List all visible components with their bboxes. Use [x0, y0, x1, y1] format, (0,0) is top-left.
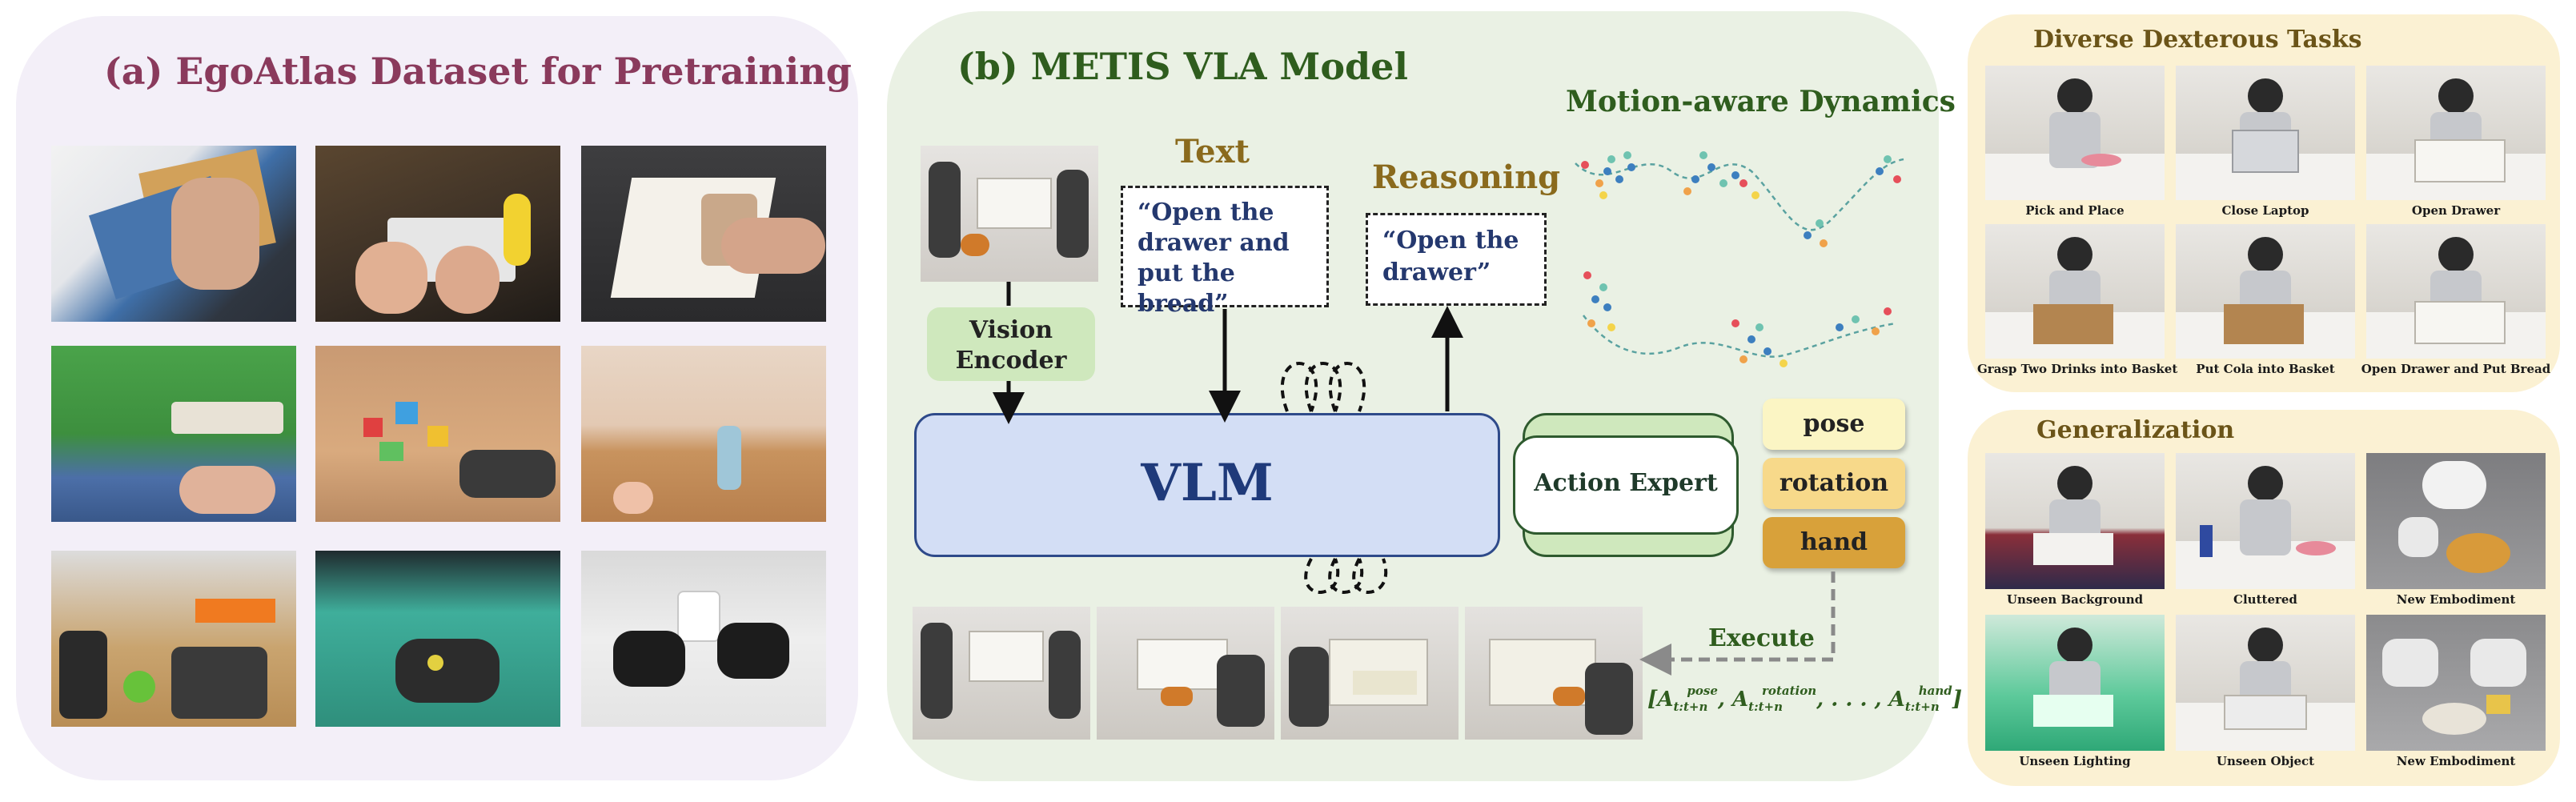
hand-label: hand	[1800, 528, 1868, 556]
action-expert-label: Action Expert	[1534, 469, 1718, 497]
reasoning-heading: Reasoning	[1372, 158, 1561, 196]
caption-put-cola: Put Cola into Basket	[2196, 362, 2335, 376]
caption-unseen-object: Unseen Object	[2216, 754, 2315, 768]
autoregressive-loops-bottom	[1304, 558, 1388, 594]
egoatlas-photo-8	[315, 551, 560, 727]
gen-photo-cluttered	[2176, 453, 2355, 589]
egoatlas-photo-6	[581, 346, 826, 522]
output-frame-1	[913, 607, 1090, 740]
panel-metis-vla: (b) METIS VLA Model Motion-aware Dynamic…	[887, 11, 1962, 781]
vlm-box	[914, 413, 1500, 557]
action-chunk-formula: [At:t+npose, At:t+nrotation, . . . , At:…	[1647, 684, 1963, 714]
hand-token: hand	[1763, 517, 1905, 568]
caption-unseen-background: Unseen Background	[2006, 592, 2144, 607]
caption-unseen-lighting: Unseen Lighting	[2019, 754, 2131, 768]
output-frame-3	[1281, 607, 1459, 740]
vlm-label: VLM	[1141, 453, 1274, 513]
panel-c1-title: Diverse Dexterous Tasks	[2033, 26, 2362, 54]
task-photo-pick-place	[1985, 66, 2165, 200]
gen-photo-new-embodiment-2	[2366, 615, 2546, 751]
autoregressive-loops-top	[1281, 362, 1366, 412]
pose-label: pose	[1803, 410, 1865, 438]
gen-photo-unseen-background	[1985, 453, 2165, 589]
rotation-label: rotation	[1779, 469, 1889, 497]
caption-open-drawer: Open Drawer	[2411, 203, 2501, 218]
output-frame-2	[1097, 607, 1274, 740]
caption-close-laptop: Close Laptop	[2221, 203, 2309, 218]
observation-image	[921, 146, 1098, 282]
formula-ellipsis: . . . ,	[1831, 687, 1882, 712]
formula-term-rotation: At:t+nrotation	[1731, 684, 1817, 714]
caption-new-embodiment-2: New Embodiment	[2396, 754, 2516, 768]
rotation-token: rotation	[1763, 458, 1905, 509]
panel-c2-title: Generalization	[2036, 416, 2235, 444]
task-photo-drawer-bread	[2366, 224, 2546, 359]
egoatlas-photo-2	[315, 146, 560, 322]
action-expert-box	[1513, 435, 1739, 535]
egoatlas-photo-7	[51, 551, 296, 727]
egoatlas-photo-9	[581, 551, 826, 727]
motion-trajectory-bottom	[1583, 271, 1896, 367]
caption-new-embodiment-1: New Embodiment	[2396, 592, 2516, 607]
formula-bracket-open: [	[1647, 687, 1658, 712]
motion-heading: Motion-aware Dynamics	[1566, 85, 1956, 118]
vision-encoder-label: Vision Encoder	[955, 316, 1067, 375]
egoatlas-photo-1	[51, 146, 296, 322]
egoatlas-photo-5	[315, 346, 560, 522]
text-instruction: “Open the drawer and put the bread”	[1138, 198, 1290, 318]
panel-b-title: (b) METIS VLA Model	[957, 45, 1408, 88]
formula-bracket-close: ]	[1952, 687, 1963, 712]
task-photo-open-drawer	[2366, 66, 2546, 200]
reasoning-box: “Open the drawer”	[1366, 213, 1547, 306]
vision-encoder-box	[927, 307, 1095, 381]
task-photo-put-cola	[2176, 224, 2355, 359]
panel-generalization: Generalization Unseen Background Clutter…	[1968, 410, 2560, 786]
panel-a-title: (a) EgoAtlas Dataset for Pretraining	[104, 50, 852, 93]
output-frame-4	[1465, 607, 1643, 740]
gen-photo-unseen-object	[2176, 615, 2355, 751]
execute-arrow	[1639, 571, 1836, 676]
pose-token: pose	[1763, 399, 1905, 450]
gen-photo-new-embodiment-1	[2366, 453, 2546, 589]
text-heading: Text	[1175, 133, 1250, 170]
egoatlas-photo-3	[581, 146, 826, 322]
formula-term-pose: At:t+npose	[1657, 684, 1718, 714]
reasoning-text: “Open the drawer”	[1382, 227, 1519, 287]
motion-trajectory-top	[1575, 151, 1904, 247]
panel-b-connectors	[993, 151, 1904, 676]
text-instruction-box: “Open the drawer and put the bread”	[1121, 186, 1329, 318]
egoatlas-photo-4	[51, 346, 296, 522]
panel-egoatlas: (a) EgoAtlas Dataset for Pretraining	[16, 16, 858, 780]
formula-term-hand: At:t+nhand	[1888, 684, 1952, 714]
gen-photo-unseen-lighting	[1985, 615, 2165, 751]
panel-dexterous-tasks: Diverse Dexterous Tasks Pick and Place C…	[1968, 14, 2560, 392]
task-photo-close-laptop	[2176, 66, 2355, 200]
caption-pick-and-place: Pick and Place	[2025, 203, 2125, 218]
caption-cluttered: Cluttered	[2233, 592, 2297, 607]
caption-grasp-two-drinks: Grasp Two Drinks into Basket	[1977, 362, 2178, 376]
caption-open-drawer-put-bread: Open Drawer and Put Bread	[2361, 362, 2551, 376]
task-photo-grasp-drinks	[1985, 224, 2165, 359]
execute-label: Execute	[1708, 624, 1815, 652]
